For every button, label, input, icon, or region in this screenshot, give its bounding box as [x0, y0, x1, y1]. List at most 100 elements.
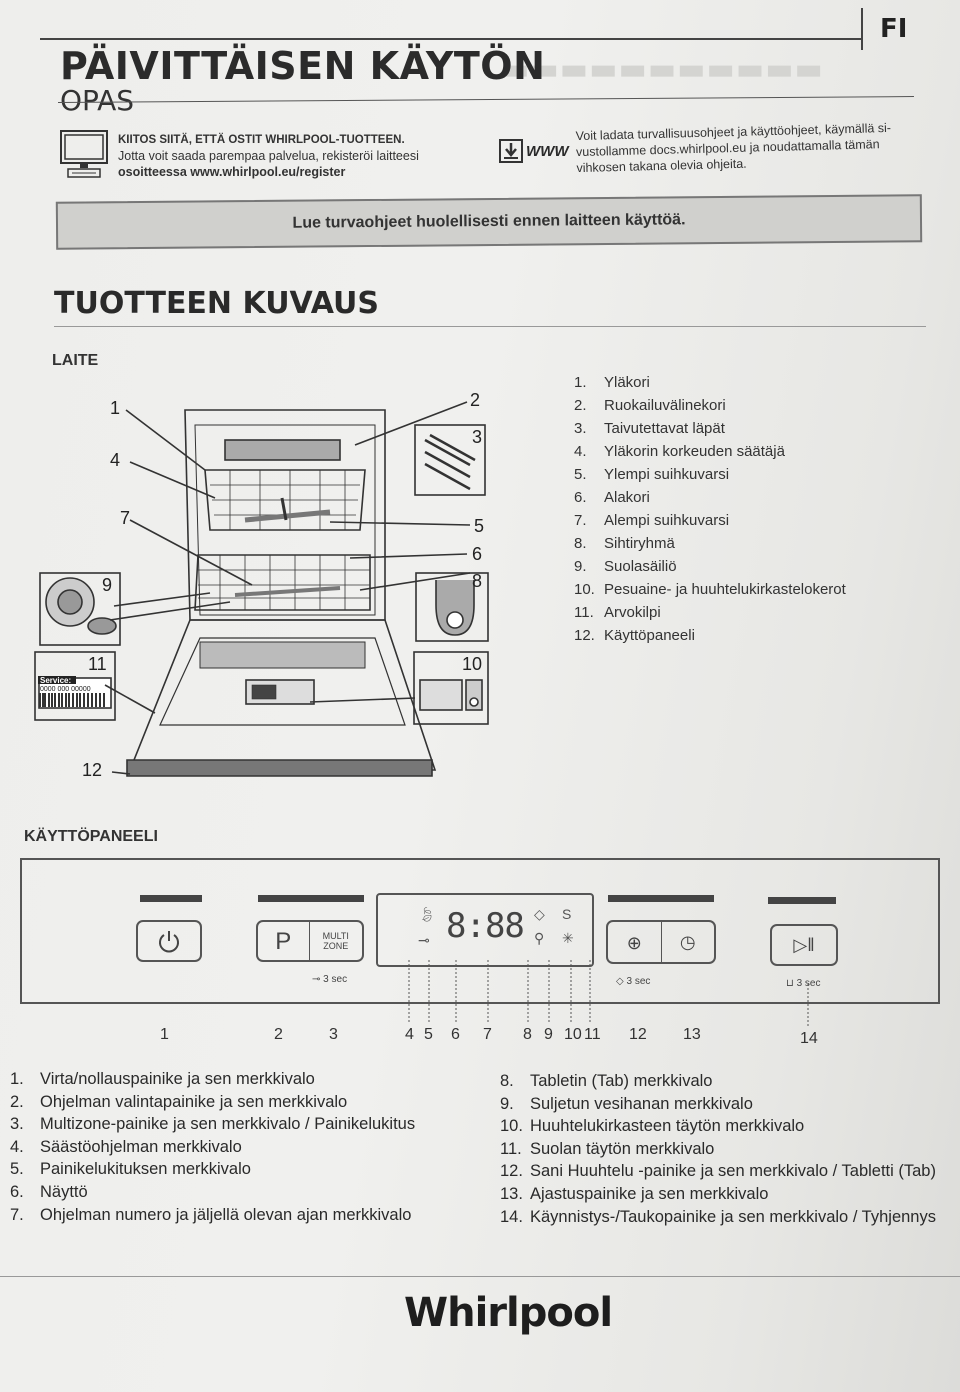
salt-icon: S — [562, 906, 572, 922]
list-item-number: 4. — [10, 1137, 24, 1156]
delay-timer-icon[interactable]: ◷ — [679, 931, 696, 952]
power-icon — [159, 931, 179, 953]
appliance-heading: LAITE — [52, 352, 99, 369]
list-item-label: Sani Huuhtelu -painike ja sen merkkivalo… — [530, 1162, 936, 1181]
list-item: 7. Ohjelman numero ja jäljellä olevan aja… — [10, 1206, 415, 1229]
footer-rule — [0, 1276, 960, 1277]
panel-number-3: 3 — [329, 1026, 338, 1043]
list-item-number: 11. — [500, 1139, 522, 1158]
list-item-number: 13. — [500, 1184, 523, 1203]
list-item: 4. Säästöohjelman merkkivalo — [10, 1138, 415, 1161]
list-item-label: Ohjelman valintapainike ja sen merkkival… — [40, 1092, 348, 1111]
list-item-number: 9. — [500, 1094, 514, 1113]
list-item: 10. Pesuaine- ja huuhtelukirkastelokerot — [574, 581, 846, 604]
list-item: 6. Näyttö — [10, 1183, 415, 1206]
list-item-label: Suolasäiliö — [604, 558, 677, 575]
list-item-number: 7. — [574, 512, 587, 529]
panel-number-2: 2 — [274, 1026, 283, 1043]
whirlpool-logo: Whirlpool — [404, 1290, 613, 1336]
sani-timer-led — [608, 895, 714, 902]
intro-register-url: osoitteessa www.whirlpool.eu/register — [118, 165, 346, 179]
lock-indicator-icon: ⊸ — [418, 932, 430, 948]
list-item-label: Sihtiryhmä — [604, 535, 675, 552]
list-item: 6.Alakori — [574, 489, 846, 512]
eco-leaf-icon: 🍃︎ — [418, 906, 436, 922]
program-button[interactable]: P — [258, 922, 310, 960]
display-digits: 8:88 — [446, 906, 525, 946]
callout-11: 11 — [88, 654, 107, 674]
callout-2: 2 — [470, 390, 480, 410]
header-rule-vertical — [861, 8, 863, 50]
list-item-label: Alempi suihkuvarsi — [604, 512, 730, 529]
page-title: PÄIVITTÄISEN KÄYTÖN — [60, 44, 546, 88]
list-item: 9.Suolasäiliö — [574, 558, 846, 581]
list-item-label: Säästöohjelman merkkivalo — [40, 1137, 242, 1156]
list-item: 12.Käyttöpaneeli — [574, 627, 846, 650]
callout-8: 8 — [472, 571, 482, 591]
list-item-label: Yläkori — [604, 374, 650, 391]
download-www-icon: WWW — [498, 138, 568, 164]
list-item: 4.Yläkorin korkeuden säätäjä — [574, 443, 846, 466]
list-item: 12.Sani Huuhtelu -painike ja sen merkkiv… — [500, 1162, 936, 1185]
control-legend-left: 1. Virta/nollauspainike ja sen merkkivalo… — [10, 1070, 415, 1228]
tablet-hint-icon: ◇ — [616, 976, 624, 987]
multizone-button[interactable]: MULTI ZONE — [322, 931, 349, 951]
panel-number-8: 8 — [523, 1026, 532, 1043]
panel-number-7: 7 — [483, 1026, 492, 1043]
list-item: 3. Multizone-painike ja sen merkkivalo / … — [10, 1115, 415, 1138]
list-item-label: Multizone-painike ja sen merkkivalo / Pa… — [40, 1115, 416, 1134]
list-item-label: Suljetun vesihanan merkkivalo — [530, 1094, 753, 1113]
panel-leader-lines — [408, 960, 809, 1026]
show-through-shadow: ▬▬▬▬▬▬▬▬▬▬▬ — [500, 52, 823, 87]
list-item: 2.Ruokailuvälinekori — [574, 397, 846, 420]
list-item: 1. Yläkori — [574, 374, 846, 397]
intro-download-text: Voit ladata turvallisuusohjeet ja käyttö… — [575, 120, 892, 176]
sani-rinse-icon[interactable]: ⊕ — [608, 922, 662, 962]
rating-plate-service: Service: — [40, 676, 72, 685]
list-item-number: 1. — [10, 1070, 24, 1088]
callout-1: 1 — [110, 398, 120, 418]
panel-number-11: 11 — [584, 1026, 601, 1043]
rinse-aid-icon: ✳ — [562, 930, 574, 946]
list-item-number: 5. — [10, 1160, 24, 1179]
list-item-number: 6. — [574, 489, 587, 506]
power-led — [140, 895, 202, 902]
language-tag: FI — [880, 14, 908, 44]
list-item-number: 10. — [574, 581, 595, 598]
panel-number-4: 4 — [405, 1026, 414, 1043]
list-item-label: Huuhtelukirkasteen täytön merkkivalo — [530, 1117, 805, 1136]
section-rule — [54, 326, 926, 327]
power-button[interactable] — [136, 920, 202, 962]
list-item: 11.Suolan täytön merkkivalo — [500, 1140, 936, 1163]
list-item-number: 1. — [574, 374, 587, 391]
list-item: 5.Ylempi suihkuvarsi — [574, 466, 846, 489]
start-pause-button[interactable]: ▷‖ — [770, 924, 838, 966]
panel-number-10: 10 — [564, 1026, 582, 1043]
list-item-number: 7. — [10, 1205, 24, 1224]
rating-plate-number: 0000 000 00000 — [40, 686, 91, 693]
list-item-label: Virta/nollauspainike ja sen merkkivalo — [40, 1070, 315, 1088]
intro-thanks: KIITOS SIITÄ, ETTÄ OSTIT WHIRLPOOL-TUOTT… — [118, 134, 405, 146]
callout-10: 10 — [462, 654, 482, 674]
list-item-number: 2. — [574, 397, 587, 414]
list-item: 5.Painikelukituksen merkkivalo — [10, 1160, 415, 1183]
sani-timer-buttons[interactable]: ⊕ ◷ — [606, 920, 716, 964]
page-subtitle: OPAS — [60, 84, 135, 117]
list-item: 14.Käynnistys-/Taukopainike ja sen merkk… — [500, 1208, 936, 1231]
lock-hint: ⊸ 3 sec — [312, 974, 348, 985]
list-item-label: Yläkorin korkeuden säätäjä — [604, 443, 785, 460]
list-item-label: Pesuaine- ja huuhtelukirkastelokerot — [604, 581, 846, 598]
list-item-label: Ohjelman numero ja jäljellä olevan ajan … — [40, 1205, 412, 1224]
callout-9: 9 — [102, 575, 112, 595]
list-item-label: Näyttö — [40, 1182, 88, 1201]
panel-number-12: 12 — [629, 1026, 647, 1043]
list-item-number: 3. — [10, 1115, 24, 1134]
intro-register-line: Jotta voit saada parempaa palvelua, reki… — [118, 149, 419, 163]
panel-number-1: 1 — [160, 1026, 169, 1043]
list-item-number: 6. — [10, 1182, 24, 1201]
program-multizone-buttons[interactable]: P MULTI ZONE — [256, 920, 364, 962]
list-item: 8.Sihtiryhmä — [574, 535, 846, 558]
header-rule — [40, 38, 862, 40]
